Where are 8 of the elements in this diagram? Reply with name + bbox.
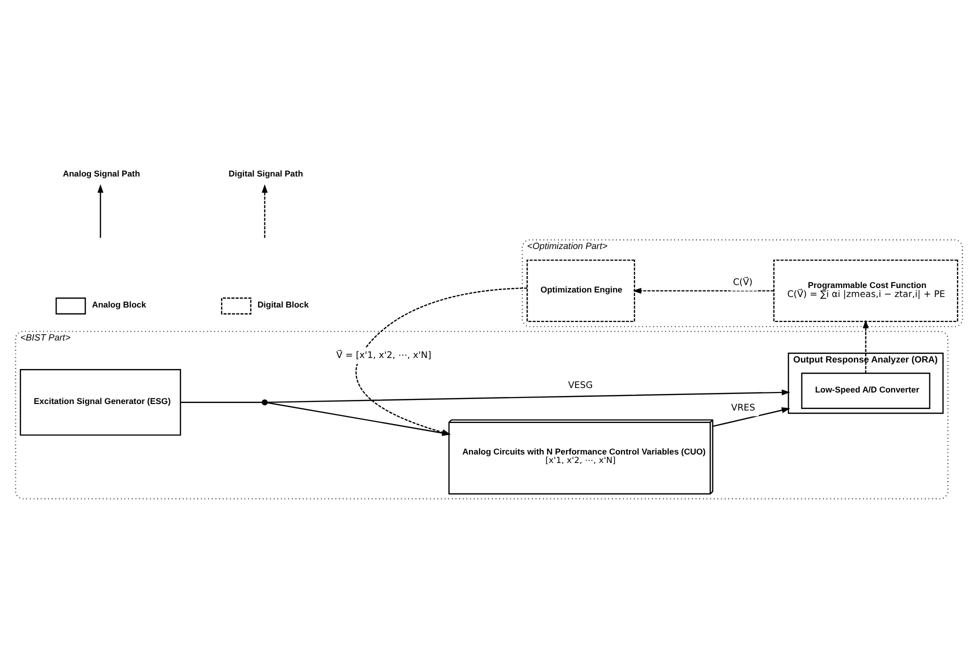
edge-label: VRES — [731, 403, 756, 414]
legend-label: Digital Block — [257, 299, 309, 310]
edge-label: V⃗ = [x'1, x'2, ⋯, x'N] — [336, 350, 432, 361]
legend-label: Digital Signal Path — [228, 168, 304, 178]
legend-label: Analog Signal Path — [62, 168, 140, 178]
legend-label: Analog Block — [92, 299, 146, 310]
edge-label: VESG — [568, 380, 593, 391]
edge-label: C(V⃗) — [732, 278, 753, 288]
